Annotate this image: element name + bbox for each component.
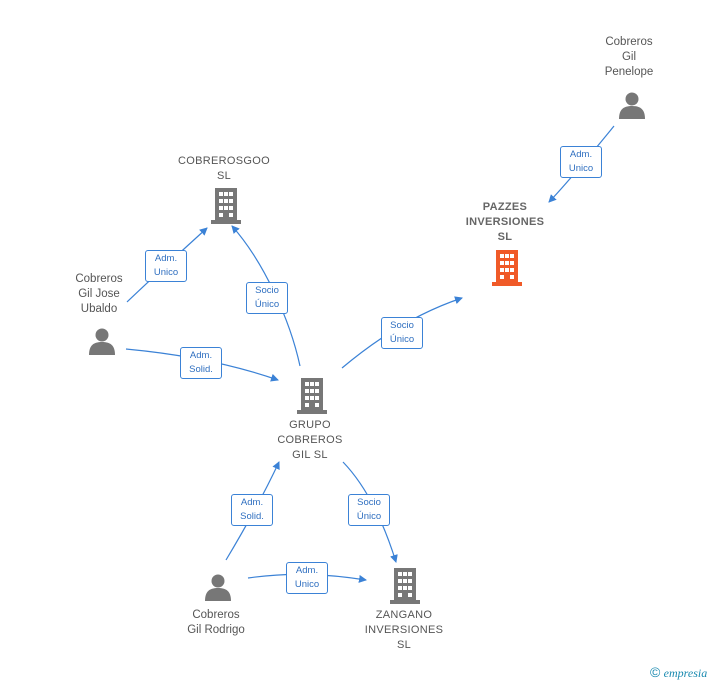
label-line: GRUPO [289, 419, 331, 431]
edge-label-line: Único [254, 299, 280, 310]
building-icon-grupo[interactable] [297, 378, 327, 414]
edge-label-rodrigo-grupo[interactable]: Adm. Solid. [231, 494, 273, 526]
label-line: SL [396, 639, 412, 651]
edge-label-rodrigo-zangano[interactable]: Adm. Unico [286, 562, 328, 594]
node-label-zangano[interactable]: ZANGANO INVERSIONES SL [339, 608, 469, 653]
node-label-cobrerosgoo[interactable]: COBREROSGOO SL [159, 154, 289, 184]
label-line: SL [497, 231, 513, 243]
building-icon-zangano[interactable] [390, 568, 420, 604]
label-line: PAZZES [482, 201, 528, 213]
label-line: Gil Rodrigo [187, 624, 245, 636]
edge-label-ubaldo-cobrerosgoo[interactable]: Adm. Unico [145, 250, 187, 282]
building-icon-pazzes[interactable] [492, 250, 522, 286]
copyright-symbol: © [650, 664, 661, 680]
edge-label-line: Unico [568, 163, 594, 174]
building-icon-cobrerosgoo[interactable] [211, 188, 241, 224]
edge-label-grupo-pazzes[interactable]: Socio Único [381, 317, 423, 349]
label-line: Gil Jose [78, 288, 120, 300]
edge-label-line: Unico [153, 267, 179, 278]
edge-label-line: Solid. [240, 511, 264, 522]
edge-label-line: Adm. [569, 149, 593, 160]
brand-logo-text: empresia [663, 666, 708, 680]
node-label-penelope[interactable]: Cobreros Gil Penelope [564, 35, 694, 80]
label-line: Penelope [604, 66, 654, 78]
label-line: Cobreros [75, 273, 123, 285]
label-line: GIL SL [292, 449, 328, 461]
edge-label-line: Adm. [154, 253, 178, 264]
footer-brand: © empresia [650, 664, 707, 681]
node-label-rodrigo[interactable]: Cobreros Gil Rodrigo [151, 608, 281, 638]
edge-label-line: Socio [390, 320, 414, 331]
label-line: ZANGANO [375, 609, 433, 621]
edge-label-grupo-zangano[interactable]: Socio Único [348, 494, 390, 526]
edge-label-grupo-cobrerosgoo[interactable]: Socio Único [246, 282, 288, 314]
edge-label-line: Adm. [295, 565, 319, 576]
edge-label-line: Único [356, 511, 382, 522]
person-icon-rodrigo[interactable] [203, 572, 233, 602]
label-line: Cobreros [192, 609, 240, 621]
edge-label-line: Adm. [240, 497, 264, 508]
label-line: SL [216, 170, 232, 182]
node-label-grupo[interactable]: GRUPO COBREROS GIL SL [245, 418, 375, 463]
label-line: Ubaldo [80, 303, 118, 315]
person-icon-penelope[interactable] [617, 90, 647, 120]
edge-label-line: Socio [255, 285, 279, 296]
node-label-pazzes[interactable]: PAZZES INVERSIONES SL [440, 200, 570, 245]
edge-label-line: Socio [357, 497, 381, 508]
edge-label-penelope-pazzes[interactable]: Adm. Unico [560, 146, 602, 178]
edge-label-line: Adm. [189, 350, 213, 361]
label-line: Cobreros [605, 36, 653, 48]
label-line: INVERSIONES [465, 216, 545, 228]
label-line: Gil [621, 51, 637, 63]
edge-label-line: Unico [294, 579, 320, 590]
edge-label-ubaldo-grupo[interactable]: Adm. Solid. [180, 347, 222, 379]
label-line: COBREROSGOO [178, 155, 270, 167]
person-icon-ubaldo[interactable] [87, 326, 117, 356]
edge-label-line: Solid. [189, 364, 213, 375]
edge-label-line: Único [389, 334, 415, 345]
label-line: INVERSIONES [364, 624, 444, 636]
label-line: COBREROS [277, 434, 343, 446]
node-label-ubaldo[interactable]: Cobreros Gil Jose Ubaldo [34, 272, 164, 317]
